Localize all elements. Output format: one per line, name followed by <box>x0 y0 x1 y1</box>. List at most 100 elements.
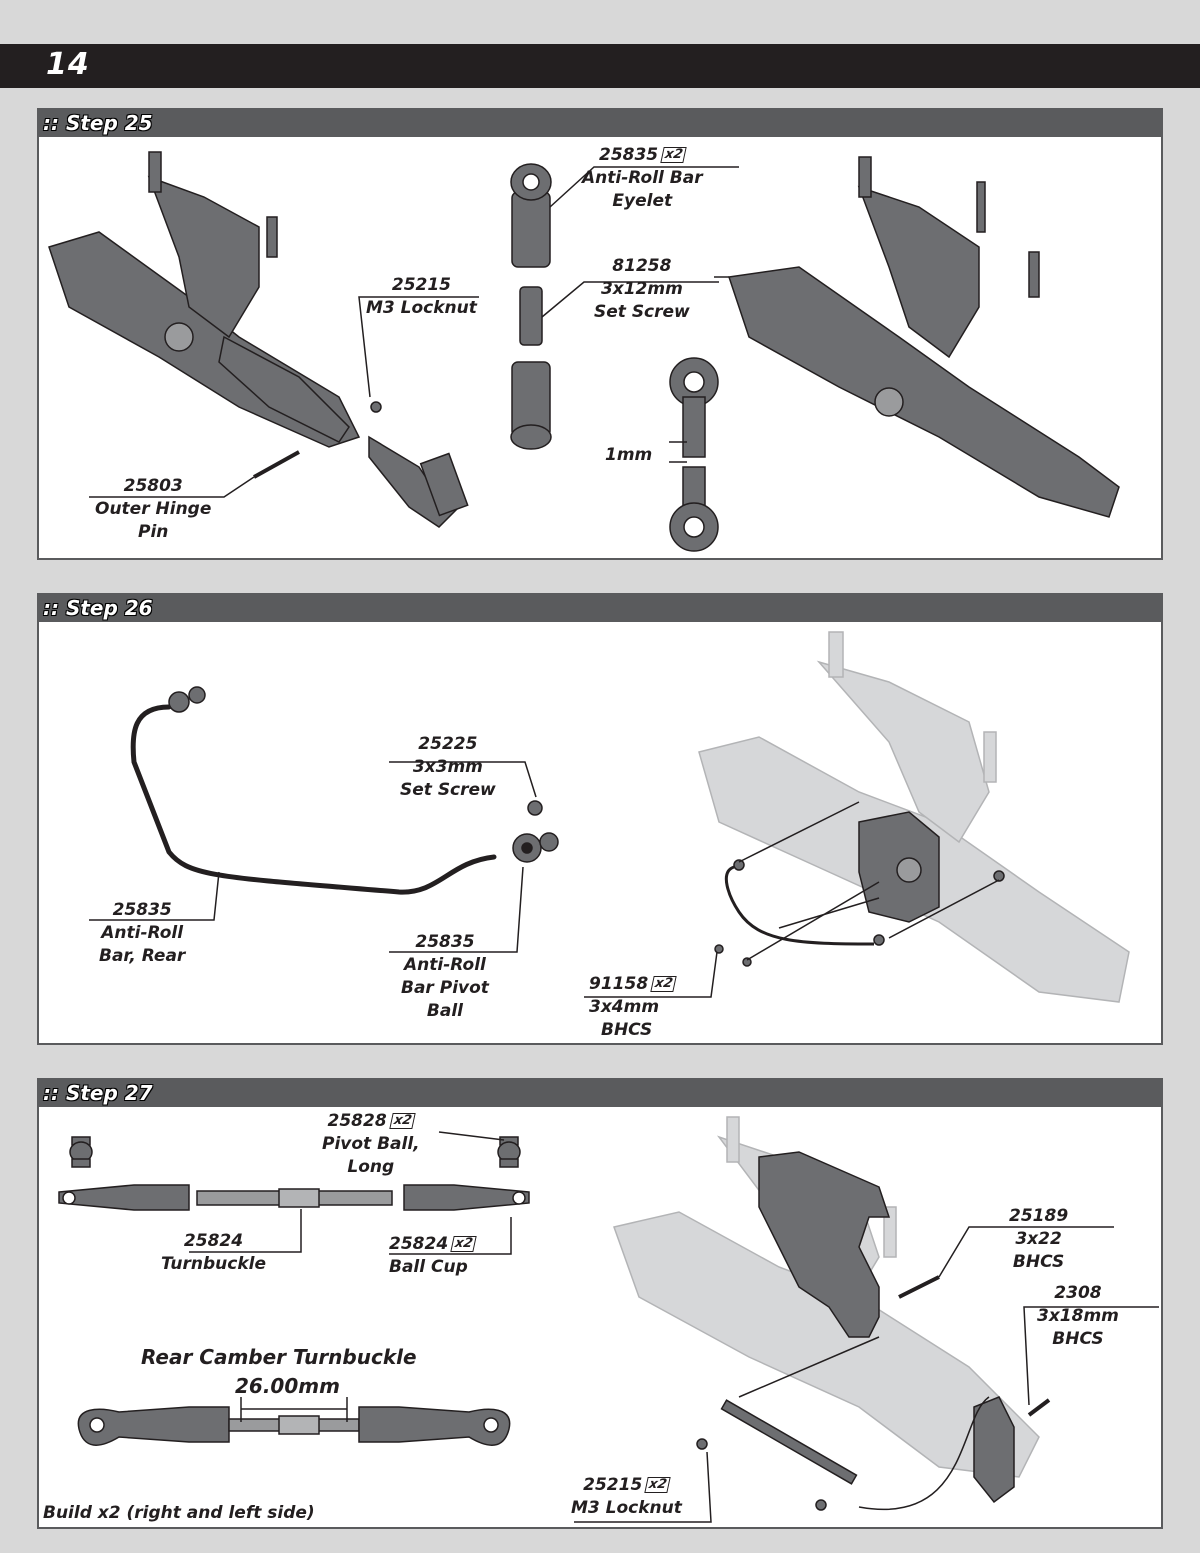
step-25-panel: :: Step 25 <box>37 108 1163 560</box>
camber-turnbuckle-title: Rear Camber Turnbuckle <box>141 1345 417 1369</box>
gap-label: 1mm <box>605 444 652 467</box>
pivot-ball-long-left <box>69 1136 93 1168</box>
camber-turnbuckle-assembled <box>77 1406 511 1446</box>
bhcs-3x22-line2: BHCS <box>1012 1252 1065 1272</box>
bhcs-3x18 <box>1027 1398 1051 1417</box>
hinge-pin-line2: Pin <box>137 522 169 542</box>
set-screw-3x12 <box>519 286 543 346</box>
pivot-ball-long-line2: Long <box>347 1157 395 1177</box>
m3-locknut-part-number: 25215 <box>583 1475 643 1495</box>
anti-roll-bar-line2: Bar, Rear <box>99 946 186 966</box>
build-note-text: Build x2 (right and left side) <box>43 1503 315 1523</box>
rear-hub-carrier <box>368 435 469 528</box>
callout-bhcs-3x18: 2308 3x18mm BHCS <box>1037 1282 1119 1351</box>
callout-bhcs-3x22: 25189 3x22 BHCS <box>1009 1205 1068 1274</box>
pivot-ball-part-number: 25835 <box>415 932 475 952</box>
step-26-title: :: Step 26 <box>43 596 153 620</box>
pivot-ball-long-right <box>497 1136 521 1168</box>
bhcs-3x18-line2: BHCS <box>1052 1329 1104 1349</box>
callout-setscrew-3x12: 81258 3x12mm Set Screw <box>594 255 690 324</box>
step-27-title: :: Step 27 <box>43 1081 153 1105</box>
setscrew-3x3-part-number: 25225 <box>418 734 478 754</box>
bhcs-3x18-line1: 3x18mm <box>1037 1306 1119 1326</box>
setscrew-part-number: 81258 <box>612 256 672 276</box>
turnbuckle-part-number: 25824 <box>183 1231 244 1251</box>
bhcs-3x18-part-number: 2308 <box>1054 1283 1102 1303</box>
bhcs-3x4-line2: BHCS <box>601 1020 653 1040</box>
anti-roll-bar-eyelet-lower <box>510 361 552 450</box>
turnbuckle-line1: Turnbuckle <box>161 1254 267 1274</box>
ball-cup-part-number: 25824 <box>389 1234 449 1254</box>
step-25-title: :: Step 25 <box>43 111 153 135</box>
locknut-part-number: 25215 <box>391 275 452 295</box>
set-screw-3x3 <box>527 800 543 816</box>
m3-locknut <box>370 401 382 413</box>
pivot-ball-line1: Anti-Roll <box>404 955 486 975</box>
anti-roll-bar-pivot-ball <box>512 832 559 863</box>
locknut-line1: M3 Locknut <box>366 298 477 318</box>
bhcs-3x22-part-number: 25189 <box>1009 1206 1069 1226</box>
callout-turnbuckle: 25824 Turnbuckle <box>161 1230 266 1276</box>
pivot-ball-long-part-number: 25828 <box>327 1111 387 1131</box>
rear-hub-carrier-step27 <box>973 1396 1015 1504</box>
eyelet-line1: Anti-Roll Bar <box>582 168 703 188</box>
pivot-ball-long-line1: Pivot Ball, <box>322 1134 420 1154</box>
anti-roll-bar-eyelet <box>510 163 552 268</box>
rear-suspension-assembly-right <box>728 156 1120 518</box>
camber-length-label: 26.00mm <box>235 1374 340 1398</box>
step-26-header: :: Step 26 <box>39 595 1161 622</box>
bhcs-3x4-qty: x2 <box>650 976 678 992</box>
camber-title-text: Rear Camber Turnbuckle <box>141 1345 417 1369</box>
step-26-panel: :: Step 26 <box>37 593 1163 1045</box>
m3-locknut-line1: M3 Locknut <box>571 1498 682 1518</box>
hinge-pin-line1: Outer Hinge <box>95 499 212 519</box>
m3-locknut-right <box>815 1499 827 1511</box>
callout-setscrew-3x3: 25225 3x3mm Set Screw <box>400 733 496 802</box>
page-number: 14 <box>46 47 90 82</box>
anti-roll-bar-line1: Anti-Roll <box>101 923 184 943</box>
page-header: 14 <box>0 44 1200 88</box>
ball-cup-line1: Ball Cup <box>389 1257 468 1277</box>
bhcs-3x22-line1: 3x22 <box>1015 1229 1062 1249</box>
bhcs-3x22 <box>898 1275 940 1299</box>
callout-hinge-pin: 25803 Outer Hinge Pin <box>95 475 211 544</box>
setscrew-line2: Set Screw <box>594 302 690 322</box>
eyelet-line2: Eyelet <box>612 191 673 211</box>
step-25-illustration <box>48 151 1120 552</box>
step-26-illustration <box>89 631 1130 1003</box>
turnbuckle-rod <box>196 1188 393 1208</box>
bhcs-3x4-line1: 3x4mm <box>589 997 660 1017</box>
setscrew-line1: 3x12mm <box>600 279 683 299</box>
setscrew-3x3-line2: Set Screw <box>400 780 496 800</box>
pivot-ball-long-qty: x2 <box>388 1113 416 1129</box>
ball-cup-right <box>403 1184 530 1211</box>
callout-pivot-ball: 25835 Anti-Roll Bar Pivot Ball <box>401 931 489 1023</box>
anti-roll-bar-installed <box>724 865 875 946</box>
bhcs-3x4-part-number: 91158 <box>589 974 649 994</box>
step-27-panel: :: Step 27 <box>37 1078 1163 1529</box>
hinge-pin-part-number: 25803 <box>123 476 183 496</box>
eyelet-part-number: 25835 <box>598 145 659 165</box>
setscrew-3x3-line1: 3x3mm <box>412 757 483 777</box>
pivot-ball-line3: Ball <box>426 1001 463 1021</box>
rear-suspension-assembly-left <box>48 151 361 448</box>
step-27-illustration <box>58 1116 1159 1523</box>
camber-link-mount <box>758 1151 891 1338</box>
camber-link-installed <box>720 1399 858 1485</box>
ball-cup-qty: x2 <box>450 1236 478 1252</box>
step-27-header: :: Step 27 <box>39 1080 1161 1107</box>
anti-roll-bar-part-number: 25835 <box>112 900 172 920</box>
camber-length-text: 26.00mm <box>235 1374 340 1398</box>
m3-locknut-qty: x2 <box>644 1477 672 1493</box>
m3-locknut-left <box>696 1438 708 1450</box>
callout-anti-roll-bar: 25835 Anti-Roll Bar, Rear <box>99 899 185 968</box>
outer-hinge-pin <box>253 450 300 479</box>
assembled-eyelet-link <box>669 357 719 552</box>
anti-roll-bar-rear <box>130 704 497 895</box>
build-note: Build x2 (right and left side) <box>43 1503 315 1523</box>
ball-cup-left <box>58 1184 190 1211</box>
step-25-header: :: Step 25 <box>39 110 1161 137</box>
